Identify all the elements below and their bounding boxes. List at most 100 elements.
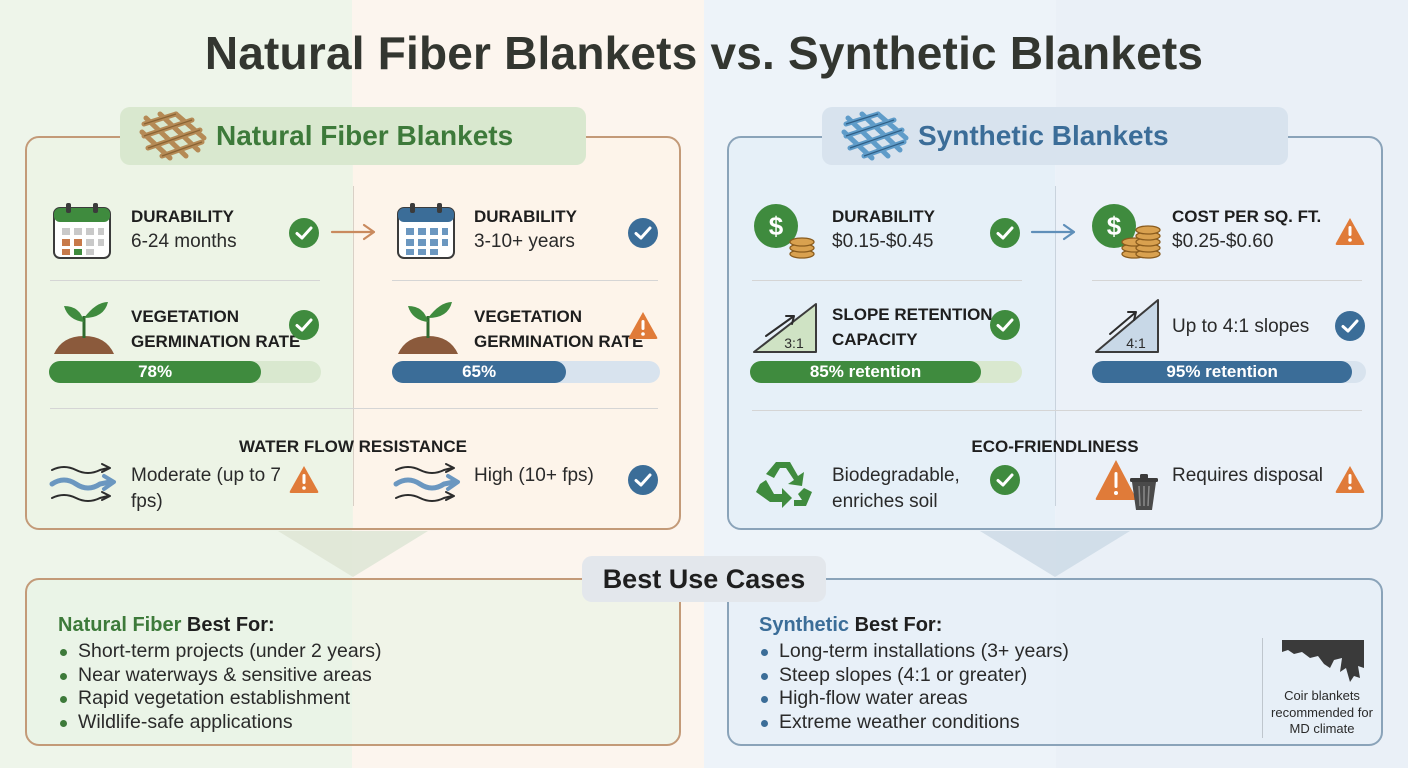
eco-line-1: Biodegradable, xyxy=(832,465,960,486)
calendar-icon xyxy=(53,203,111,259)
synthetic-eco-value: Requires disposal xyxy=(1172,465,1324,486)
water-flow-icon xyxy=(393,463,460,502)
natural-germination: VEGETATION GERMINATION RATE xyxy=(131,304,300,354)
row-divider xyxy=(752,410,1362,411)
natural-use-cases-panel xyxy=(25,578,681,746)
cost-value: $0.25-$0.60 xyxy=(1172,231,1274,252)
use-cases-header: Best Use Cases xyxy=(582,556,826,602)
progress-fill xyxy=(1092,361,1353,383)
durability-value: 6-24 months xyxy=(131,231,237,252)
row-divider xyxy=(392,280,658,281)
durability-label: DURABILITY xyxy=(131,207,234,226)
warning-icon xyxy=(1335,218,1365,245)
svg-text:$: $ xyxy=(769,211,784,241)
natural-use-title-rest: Best For: xyxy=(181,614,275,636)
eco-friendliness-label: ECO-FRIENDLINESS xyxy=(971,437,1139,456)
row-divider xyxy=(50,280,320,281)
seedling-icon xyxy=(54,302,114,354)
list-item: Steep slopes (4:1 or greater) xyxy=(759,664,1069,688)
warning-trash-icon xyxy=(1095,460,1158,510)
progress-fill xyxy=(49,361,262,383)
md-note-box xyxy=(1262,638,1372,738)
list-item: High-flow water areas xyxy=(759,687,1069,711)
list-item: Extreme weather conditions xyxy=(759,711,1069,735)
row-divider xyxy=(50,408,658,409)
progress-fill xyxy=(750,361,982,383)
synthetic-header: Synthetic Blankets xyxy=(822,107,1288,165)
eco-line-2: enriches soil xyxy=(832,491,938,512)
funnel-connector xyxy=(278,531,428,577)
list-item: Short-term projects (under 2 years) xyxy=(58,640,381,664)
list-item: Wildlife-safe applications xyxy=(58,711,381,735)
arrow-right-icon xyxy=(1030,223,1076,241)
slope-retention-bar: 95% retention xyxy=(1092,361,1366,383)
check-icon xyxy=(990,310,1020,340)
maryland-map-icon xyxy=(1282,640,1364,682)
woven-fiber-icon xyxy=(139,111,207,161)
synthetic-column-divider xyxy=(1055,186,1056,506)
slope-triangle-icon: 3:1 xyxy=(753,303,817,353)
recycle-icon xyxy=(756,462,812,508)
germination-label-1: VEGETATION xyxy=(474,307,582,326)
slope-ratio: 4:1 xyxy=(1126,335,1146,351)
durability-label: DURABILITY xyxy=(474,207,577,226)
natural-header-text: Natural Fiber Blankets xyxy=(216,120,514,151)
natural-use-title: Natural Fiber Best For: xyxy=(58,614,275,637)
natural-water-value: Moderate (up to 7 fps) xyxy=(131,465,281,512)
warning-icon xyxy=(289,466,319,493)
synthetic-header-text: Synthetic Blankets xyxy=(918,120,1169,151)
durability-value: 3-10+ years xyxy=(474,231,575,252)
natural-cost: DURABILITY $0.15-$0.45 xyxy=(832,204,935,255)
natural-use-title-accent: Natural Fiber xyxy=(58,614,182,636)
synthetic-use-cases-panel xyxy=(727,578,1383,746)
dollar-coins-icon: $ xyxy=(754,204,815,259)
progress-label: 78% xyxy=(138,362,173,381)
progress-fill xyxy=(392,361,567,383)
synthetic-slope-value: Up to 4:1 slopes xyxy=(1172,316,1310,337)
list-item: Rapid vegetation establishment xyxy=(58,687,381,711)
check-icon xyxy=(990,218,1020,248)
check-icon xyxy=(628,465,658,495)
synthetic-use-list: Long-term installations (3+ years) Steep… xyxy=(759,640,1069,734)
arrow-right-icon xyxy=(330,223,376,241)
germination-progress-bar: 78% xyxy=(49,361,321,383)
synthetic-germination: VEGETATION GERMINATION RATE xyxy=(474,304,643,354)
natural-header: Natural Fiber Blankets xyxy=(120,107,586,165)
natural-column-divider xyxy=(353,186,354,506)
cost-label: DURABILITY xyxy=(832,207,935,226)
check-icon xyxy=(1335,311,1365,341)
cost-label: COST PER SQ. FT. xyxy=(1172,207,1322,226)
calendar-icon xyxy=(397,203,455,259)
row-divider xyxy=(752,280,1022,281)
page-title: Natural Fiber Blankets vs. Synthetic Bla… xyxy=(204,27,1204,79)
slope-ratio: 3:1 xyxy=(784,335,804,351)
list-item: Near waterways & sensitive areas xyxy=(58,664,381,688)
synthetic-water-value: High (10+ fps) xyxy=(474,465,594,486)
warning-icon xyxy=(628,312,658,339)
slope-triangle-icon: 4:1 xyxy=(1095,299,1159,353)
list-item: Long-term installations (3+ years) xyxy=(759,640,1069,664)
md-note-text: Coir blankets recommended for MD climate xyxy=(1271,688,1373,736)
germination-label-2: GERMINATION RATE xyxy=(131,332,301,351)
natural-durability: DURABILITY 6-24 months xyxy=(131,204,237,255)
synthetic-use-title: Synthetic Best For: xyxy=(759,614,942,637)
germination-progress-bar: 65% xyxy=(392,361,660,383)
synthetic-use-title-accent: Synthetic xyxy=(759,614,850,636)
cost-value: $0.15-$0.45 xyxy=(832,231,934,252)
synthetic-use-title-rest: Best For: xyxy=(849,614,943,636)
synthetic-cost: COST PER SQ. FT. $0.25-$0.60 xyxy=(1172,204,1321,255)
slope-label-1: SLOPE RETENTION xyxy=(832,305,993,324)
progress-label: 65% xyxy=(462,362,497,381)
natural-slope: SLOPE RETENTION CAPACITY xyxy=(832,302,993,352)
natural-use-list: Short-term projects (under 2 years) Near… xyxy=(58,640,381,734)
woven-mesh-icon xyxy=(841,111,909,161)
check-icon xyxy=(990,465,1020,495)
synthetic-durability: DURABILITY 3-10+ years xyxy=(474,204,577,255)
germination-label-1: VEGETATION xyxy=(131,307,239,326)
water-flow-label: WATER FLOW RESISTANCE xyxy=(239,437,467,456)
row-divider xyxy=(1092,280,1362,281)
funnel-connector xyxy=(980,531,1130,577)
progress-label: 85% retention xyxy=(809,362,922,381)
check-icon xyxy=(289,310,319,340)
germination-label-2: GERMINATION RATE xyxy=(474,332,644,351)
